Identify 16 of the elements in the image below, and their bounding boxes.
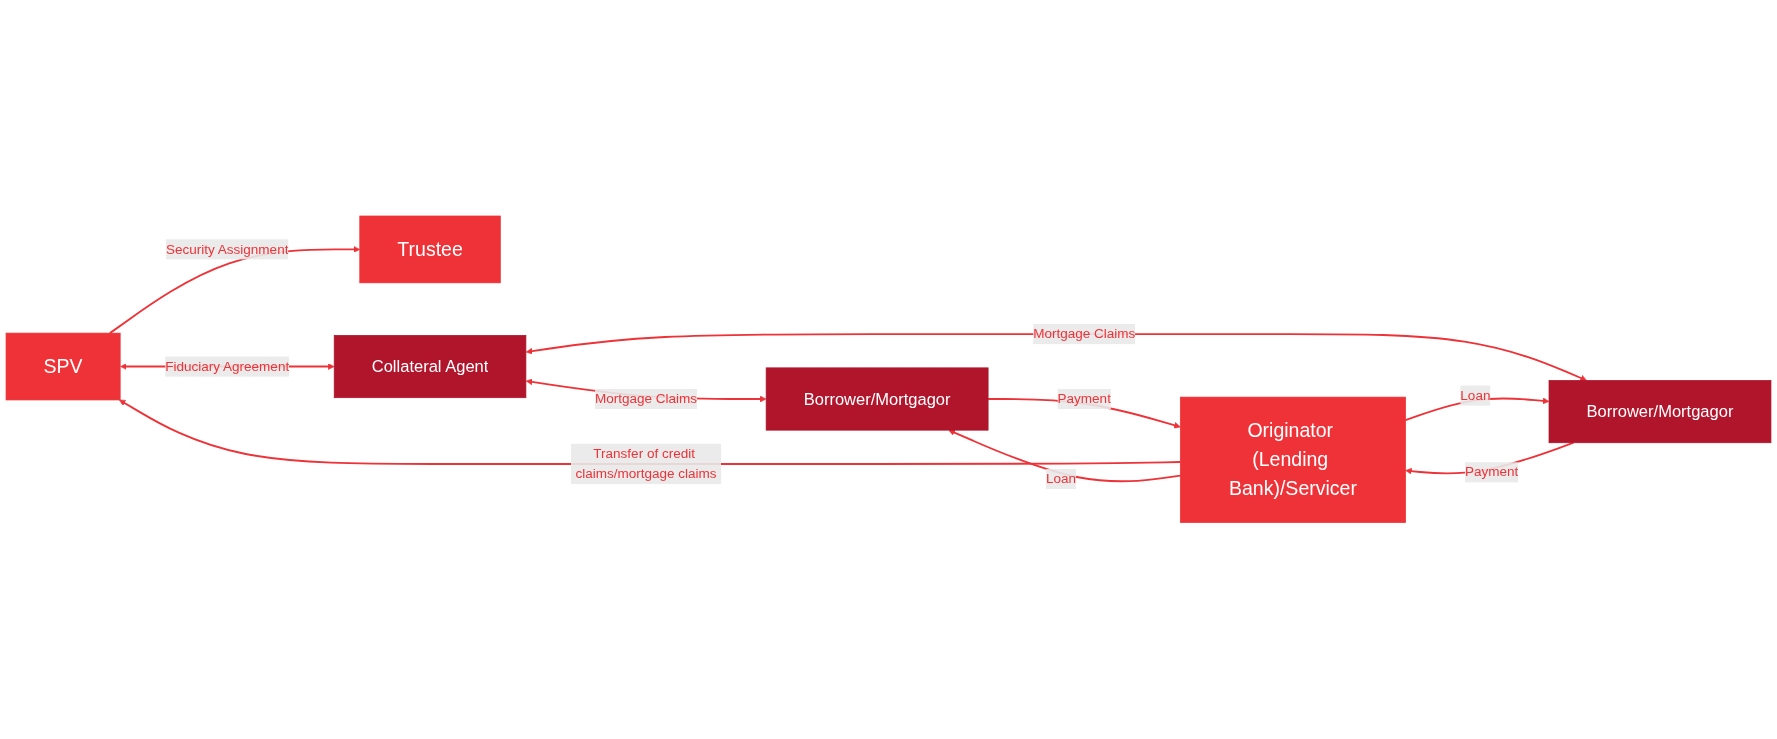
- edge-label: Mortgage Claims: [1033, 326, 1136, 342]
- edge-label: Payment: [1464, 464, 1519, 480]
- edge-label: Loan: [1045, 471, 1077, 487]
- node-box: Collateral Agent: [333, 335, 527, 399]
- edge-label: Security Assignment: [165, 241, 289, 257]
- edge-label: Loan: [1460, 387, 1491, 403]
- node-box: Borrower/Mortgagor: [1548, 380, 1772, 444]
- edge-label: Transfer of credit claims/mortgage claims: [575, 446, 717, 482]
- edge-label: Mortgage Claims: [594, 391, 698, 407]
- node-box: Borrower/Mortgagor: [765, 367, 989, 431]
- node-box: Originator (Lending Bank)/Servicer: [1179, 397, 1406, 524]
- edge-label: Payment: [1057, 391, 1111, 407]
- node-box: Trustee: [359, 215, 501, 284]
- edge-label: Fiduciary Agreement: [165, 358, 290, 374]
- arrow: [525, 333, 1587, 382]
- node-box: SPV: [5, 333, 121, 401]
